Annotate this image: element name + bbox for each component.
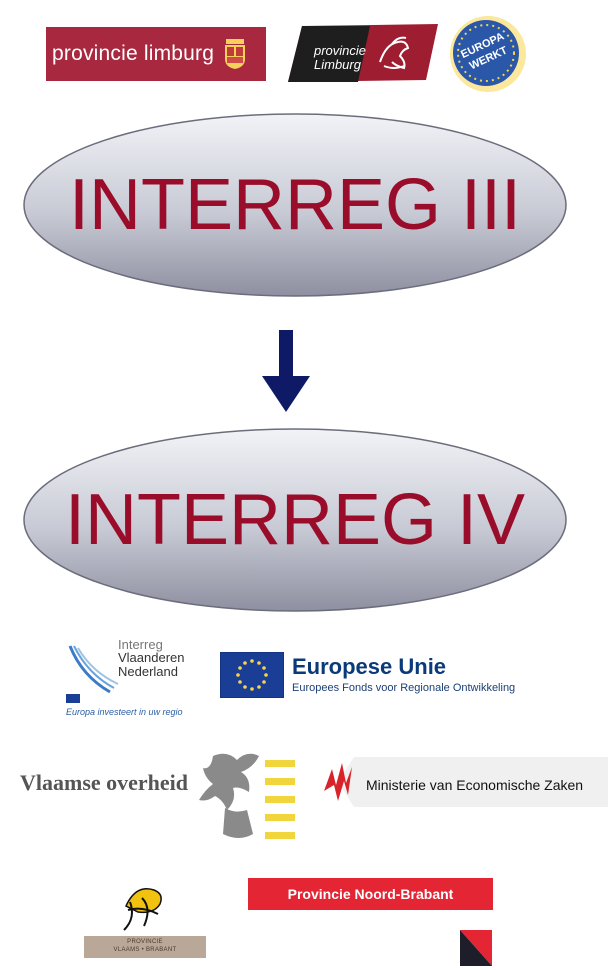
interreg-iv-node: INTERREG IV	[22, 427, 568, 613]
eu-flag-icon	[220, 652, 284, 698]
provincie-limburg-be-logo: provincie limburg	[46, 27, 266, 81]
interreg-vn-line2: Vlaanderen	[118, 650, 185, 665]
vlaamse-overheid-text: Vlaamse overheid	[20, 770, 189, 795]
interreg-iii-node: INTERREG III	[22, 112, 568, 298]
provincie-limburg-nl-logo: provincie Limburg	[288, 22, 438, 82]
europese-unie-title: Europese Unie	[292, 654, 447, 679]
provincie-limburg-nl-line2: Limburg	[314, 57, 361, 72]
vlaams-brabant-emblem-icon	[123, 888, 162, 931]
europa-werkt-logo: EUROPA WERKT	[446, 10, 536, 96]
coat-of-arms-icon	[225, 39, 246, 69]
vlaams-brabant-line1: PROVINCIE	[127, 939, 163, 945]
lion-icon	[379, 36, 410, 70]
interreg-vn-line3: Nederland	[118, 664, 178, 679]
interreg-iii-label: INTERREG III	[68, 165, 522, 245]
interreg-vn-logo: Interreg Vlaanderen Nederland Europa inv…	[62, 636, 212, 722]
noord-brabant-text: Provincie Noord-Brabant	[287, 886, 454, 902]
europese-unie-logo: Europese Unie Europees Fonds voor Region…	[220, 650, 540, 702]
provincie-limburg-be-text: provincie limburg	[52, 42, 215, 65]
vlaams-brabant-line2: VLAAMS • BRABANT	[113, 947, 177, 953]
ministerie-ez-logo: Ministerie van Economische Zaken	[318, 757, 608, 807]
provincie-noord-brabant-logo: Provincie Noord-Brabant	[248, 878, 493, 970]
provincie-limburg-nl-line1: provincie	[314, 43, 367, 58]
provincie-vlaams-brabant-logo: PROVINCIE VLAAMS • BRABANT	[84, 876, 206, 958]
interreg-iv-label: INTERREG IV	[64, 480, 526, 560]
interreg-vn-line1: Interreg	[118, 637, 163, 652]
noord-brabant-mark-icon	[460, 930, 492, 966]
flemish-lion-icon	[199, 753, 295, 839]
down-arrow-icon	[262, 330, 310, 412]
eu-flag-icon	[66, 694, 80, 703]
vlaamse-overheid-logo: Vlaamse overheid	[20, 748, 305, 852]
ez-mark-icon	[324, 763, 352, 801]
ministerie-ez-text: Ministerie van Economische Zaken	[366, 777, 584, 793]
europese-unie-subtitle: Europees Fonds voor Regionale Ontwikkeli…	[292, 682, 516, 694]
interreg-vn-footer: Europa investeert in uw regio	[66, 707, 183, 717]
